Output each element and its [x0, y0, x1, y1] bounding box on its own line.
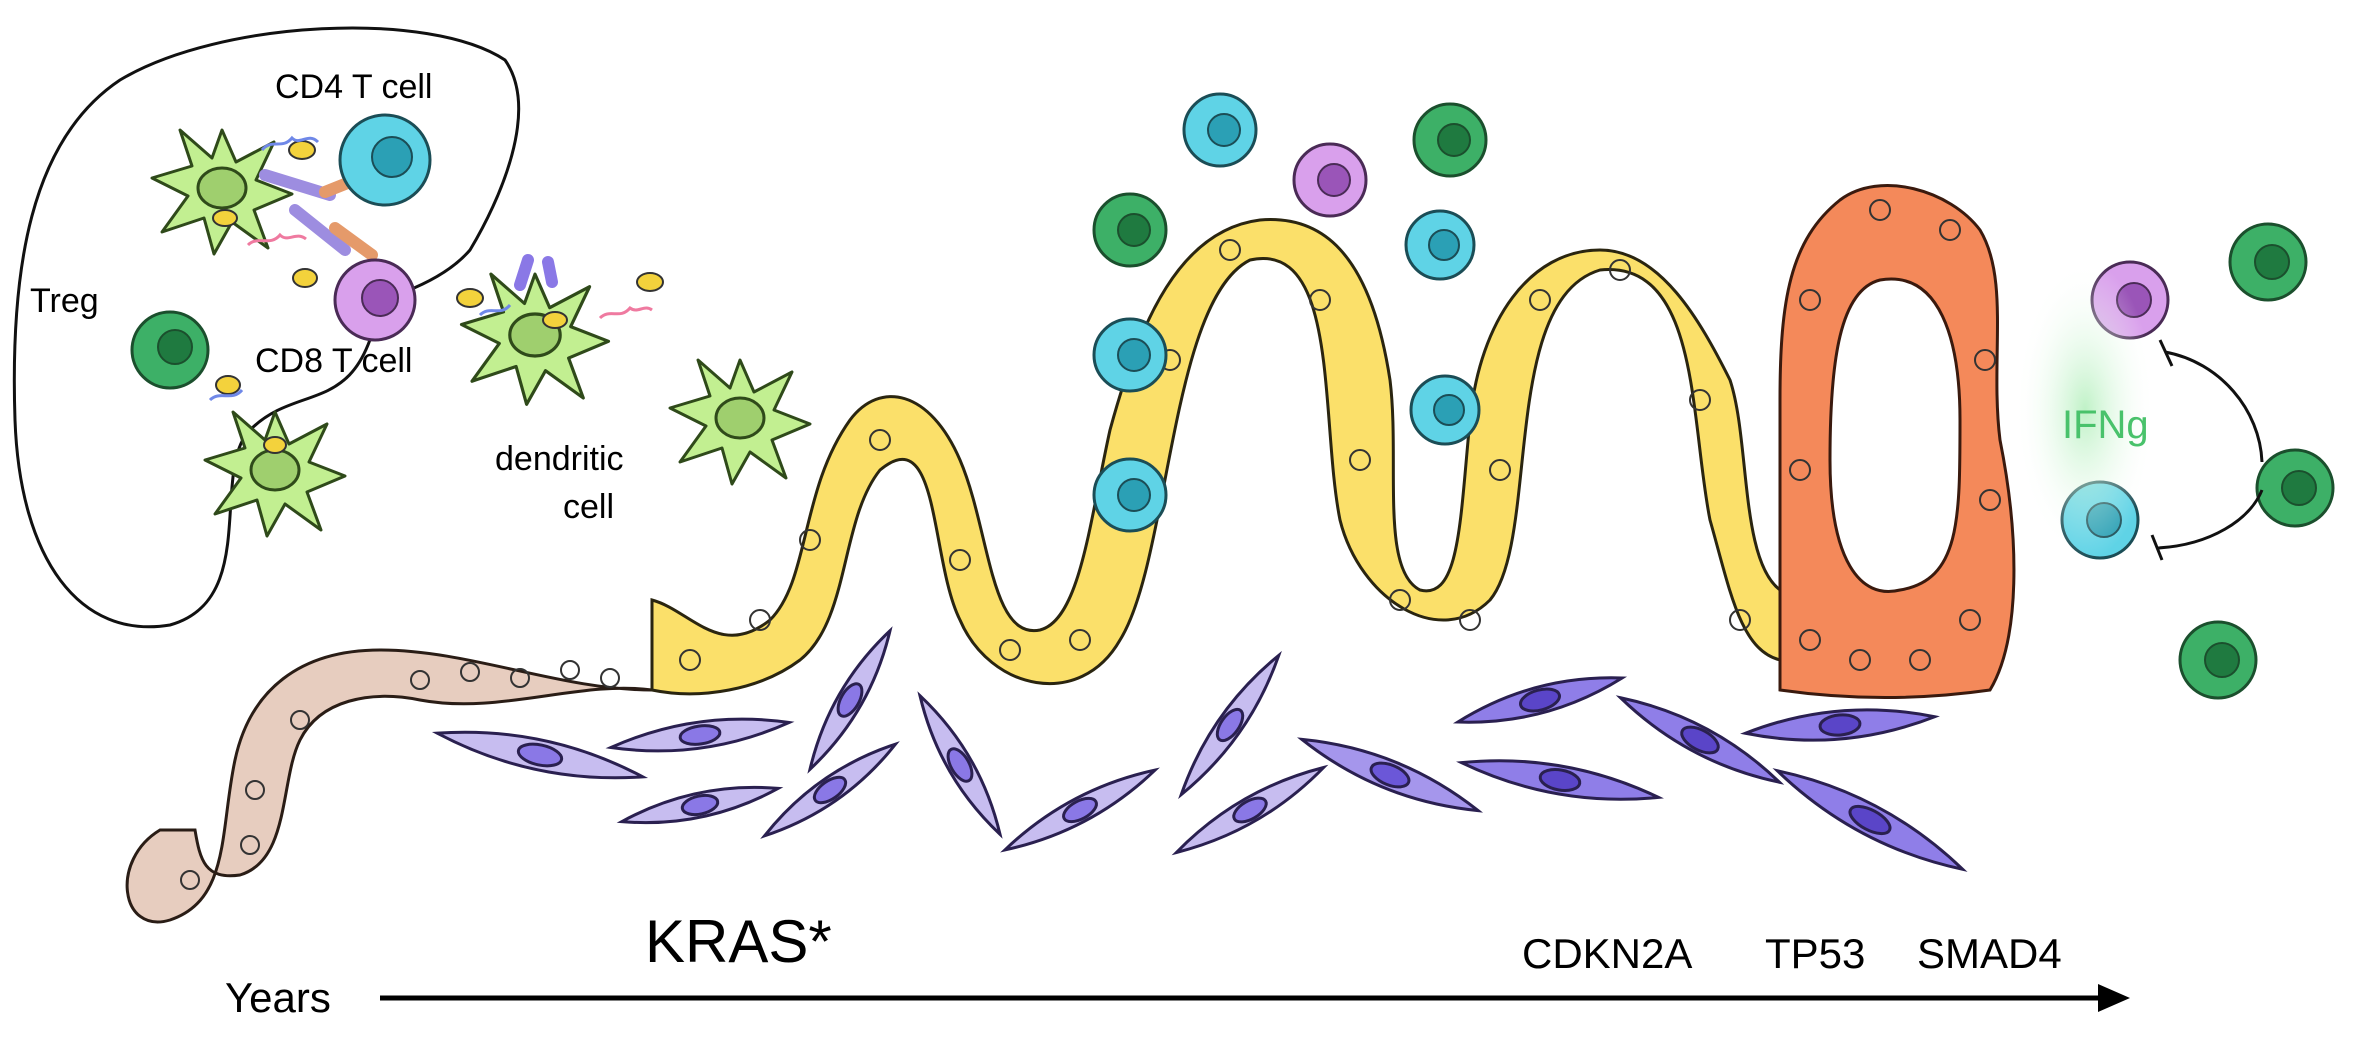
- label-treg: Treg: [30, 282, 99, 320]
- label-ifng: IFNg: [2062, 403, 2149, 447]
- time-arrow: [380, 984, 2130, 1012]
- label-tp53: TP53: [1765, 930, 1865, 977]
- receptor-squiggles: [208, 135, 653, 402]
- label-dendritic-line2: cell: [563, 488, 614, 526]
- dendritic-cell-4: [668, 358, 812, 486]
- dendritic-cell-2: [203, 410, 347, 538]
- label-cd8-t-cell: CD8 T cell: [255, 342, 412, 380]
- epithelial-nuclei: [180, 199, 2001, 890]
- lymph-node-outline: [12, 26, 521, 629]
- dendritic-cell-1: [150, 128, 294, 256]
- cd8-t-cell-node: [333, 258, 417, 342]
- ifng-glow: [2015, 260, 2155, 560]
- label-years: Years: [225, 974, 331, 1021]
- inhibition-arrows: [2150, 339, 2264, 561]
- lesion-epithelium: [650, 218, 1782, 696]
- normal-epithelium: [125, 648, 653, 924]
- label-cdkn2a: CDKN2A: [1522, 930, 1692, 977]
- label-cd4-t-cell: CD4 T cell: [275, 68, 432, 106]
- label-dendritic-line1: dendritic: [495, 440, 624, 478]
- dendritic-cell-3: [459, 272, 611, 406]
- cd4-t-cell-node: [338, 113, 432, 207]
- treg-cell-node: [130, 310, 210, 390]
- tumor-epithelium: [1778, 184, 2016, 699]
- label-kras: KRAS*: [645, 908, 832, 975]
- stroma-fibroblasts: [431, 626, 1968, 872]
- antigen-blobs: [212, 140, 664, 454]
- label-smad4: SMAD4: [1917, 930, 2062, 977]
